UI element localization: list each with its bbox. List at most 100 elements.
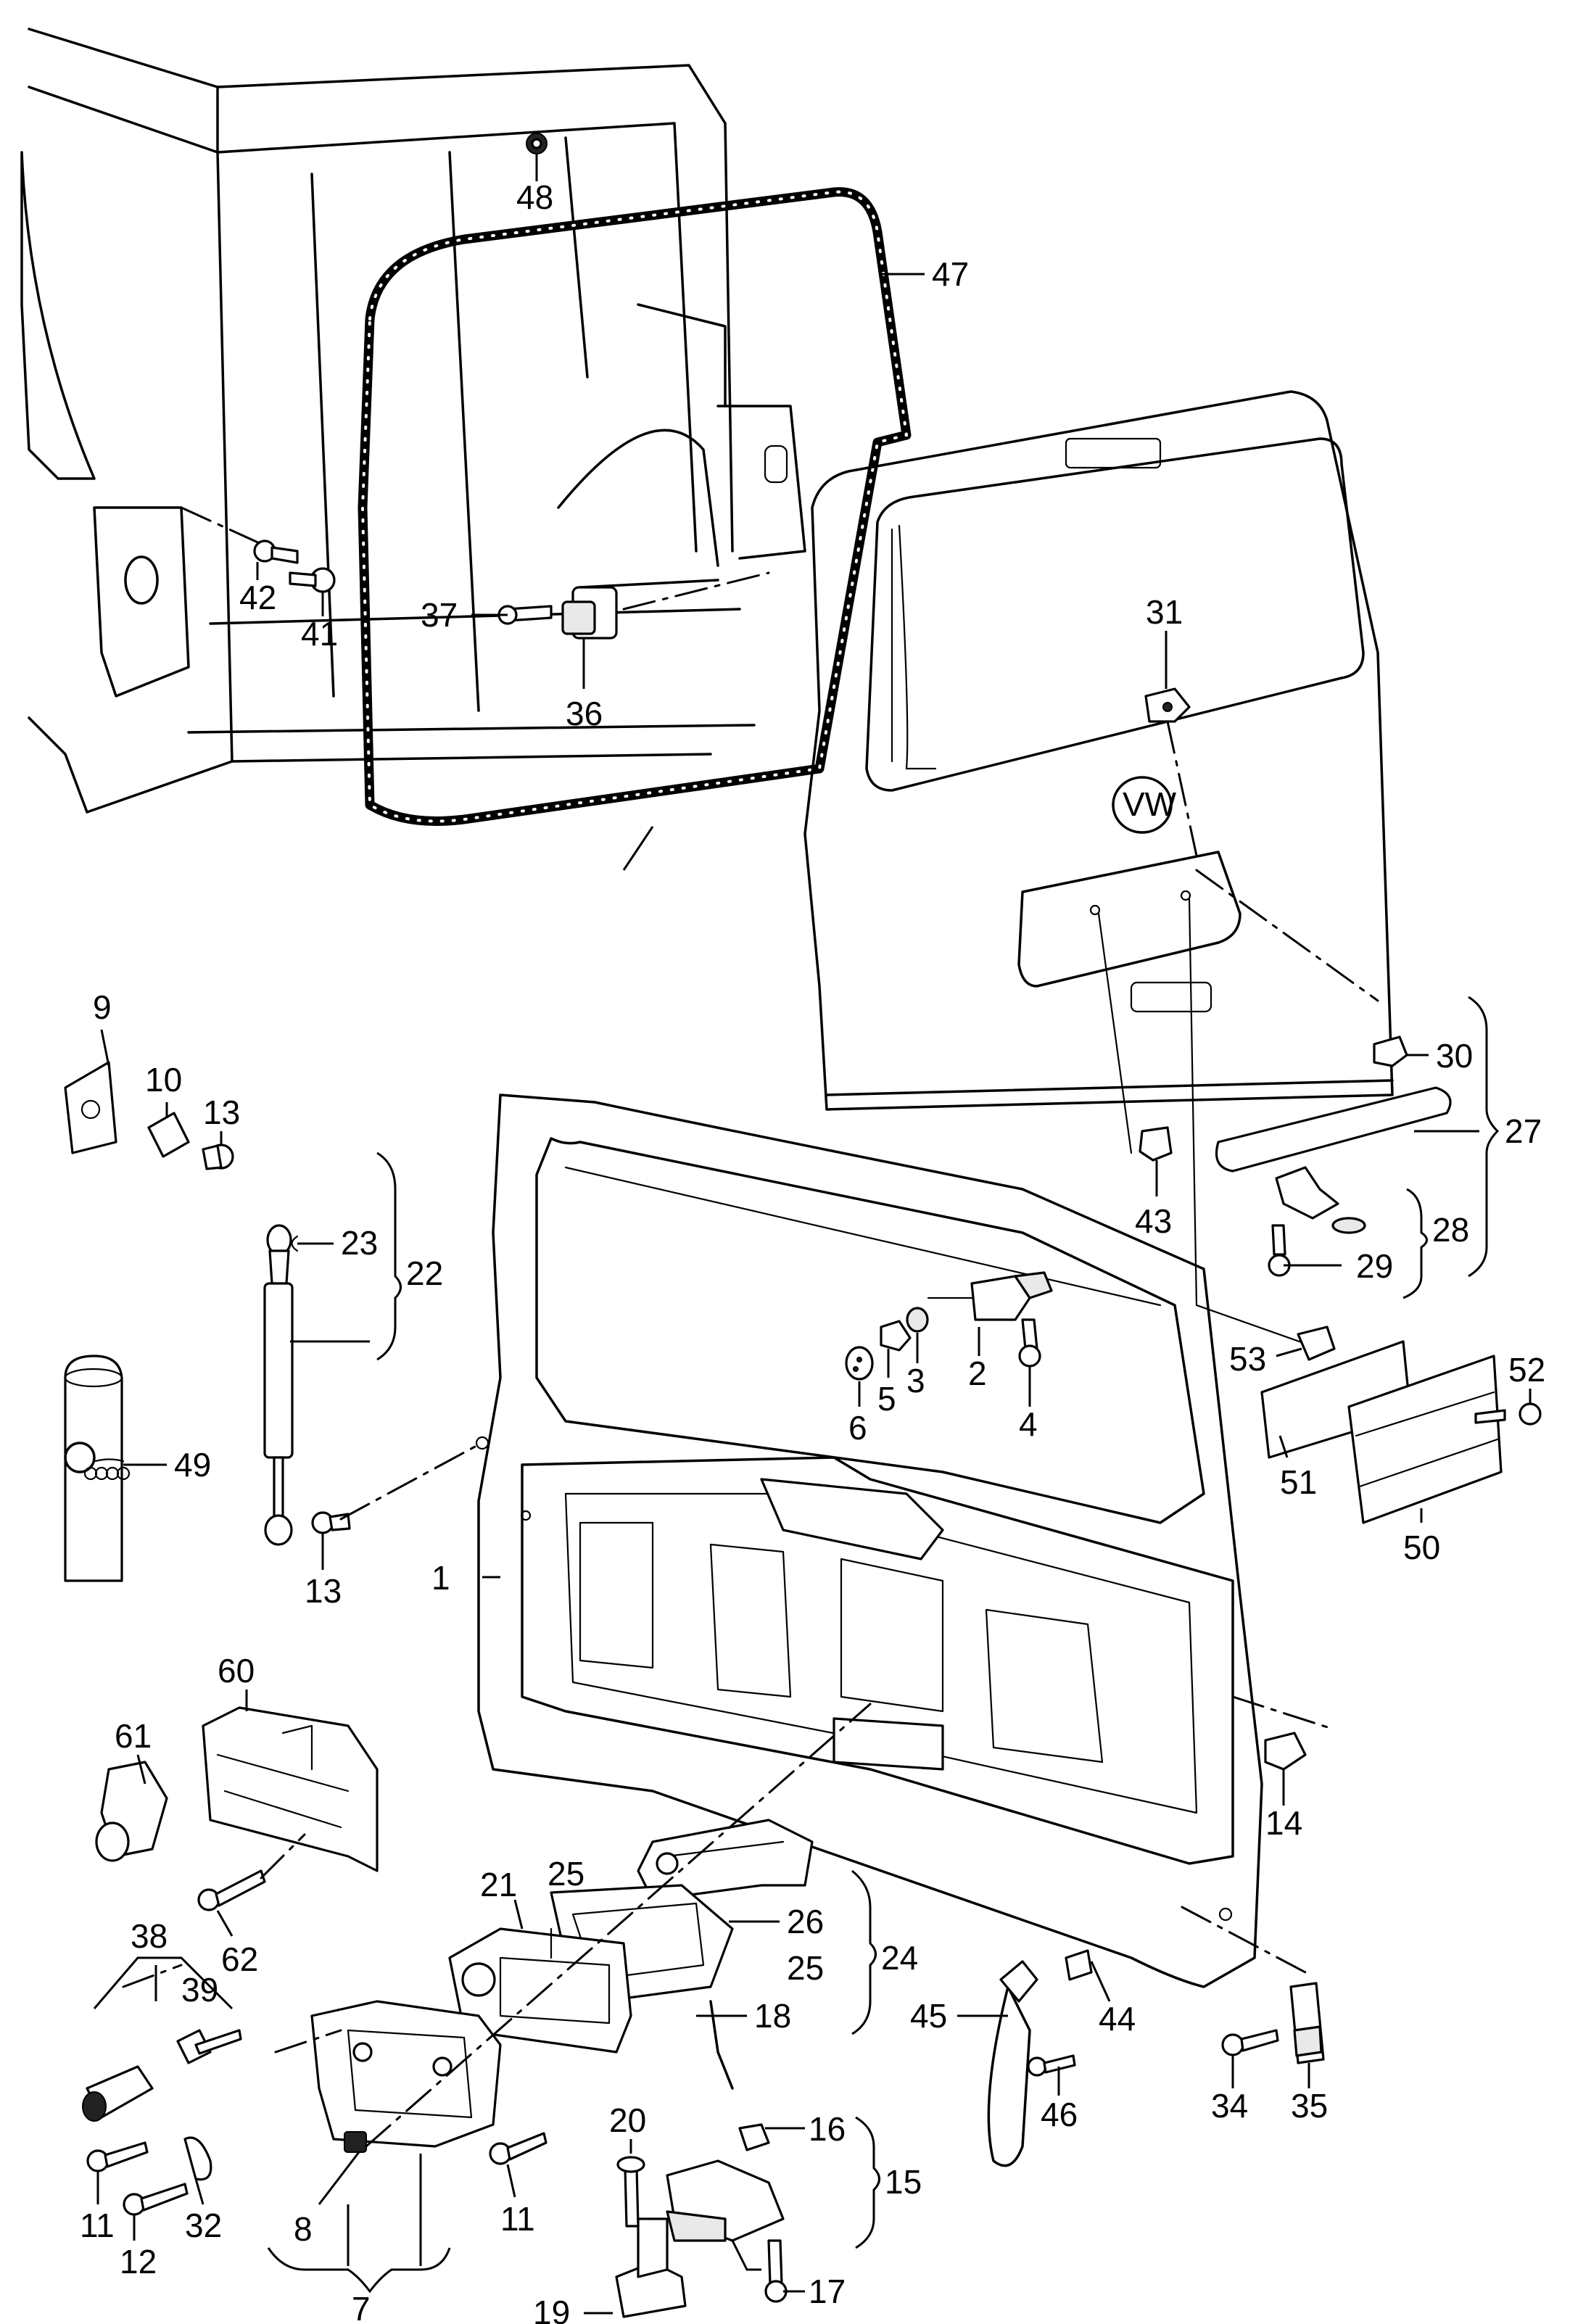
key-39 [176,2029,242,2064]
nut-30 [1373,1035,1408,1067]
callout-leaders [96,154,1532,2315]
callout-16: 16 [809,2110,846,2148]
ball-stud-13-bottom [311,1511,351,1534]
callout-22: 22 [406,1254,443,1292]
callout-36: 36 [566,695,603,732]
rod-18 [709,2000,734,2090]
callout-13-top: 13 [203,1093,240,1131]
callout-38: 38 [131,1917,168,1955]
callout-39: 39 [181,1971,218,2009]
catch-35 [1289,1982,1325,2064]
callout-62: 62 [221,1940,258,1978]
callout-25-bottom: 25 [787,1949,824,1987]
clip-43 [1139,1126,1173,1162]
callout-7: 7 [352,2290,371,2324]
callout-25-top: 25 [548,1855,584,1893]
callout-2: 2 [968,1355,987,1392]
screw-4 [1018,1318,1041,1368]
callout-27: 27 [1505,1112,1542,1150]
callout-51: 51 [1280,1463,1317,1501]
nut-31 [1144,687,1191,723]
clip-53 [1297,1326,1336,1361]
cover-60 [202,1706,379,1872]
door-seal [358,187,912,826]
washer-3 [906,1307,929,1333]
callout-24: 24 [881,1939,918,1977]
callout-34: 34 [1211,2087,1248,2125]
callout-43: 43 [1135,1202,1172,1240]
nut-5 [880,1320,912,1352]
callout-5: 5 [877,1380,896,1418]
callout-35: 35 [1291,2087,1328,2125]
clip-23 [291,1235,299,1252]
callout-4: 4 [1019,1405,1038,1443]
screw-29 [1268,1224,1291,1277]
ball-stud-13-top [202,1144,234,1170]
callout-29: 29 [1356,1247,1393,1285]
callout-45: 45 [910,1997,947,2035]
callout-48: 48 [516,178,553,216]
lock-cylinder-38 [82,2065,154,2122]
clip-48 [526,133,548,154]
hinge-2 [927,1271,1053,1321]
screw-44 [1065,1949,1093,1981]
callout-1: 1 [431,1559,450,1597]
callout-12: 12 [120,2243,157,2280]
screw-37 [497,605,553,625]
svg-text:VW: VW [1123,785,1177,823]
cap-6 [845,1346,874,1381]
light-bracket-28 [1275,1166,1366,1234]
callout-15: 15 [885,2163,922,2201]
handle-strip-27 [1215,1086,1452,1173]
screw-41 [289,567,336,593]
callout-60: 60 [218,1652,255,1690]
gas-strut-22 [263,1224,294,1546]
callout-11-left: 11 [80,2207,115,2244]
callout-18: 18 [754,1997,791,2035]
callout-10: 10 [145,1061,182,1099]
callout-20: 20 [609,2101,646,2139]
bolt-17 [764,2239,788,2303]
screw-42 [253,539,299,564]
micro-switch-8 [344,2131,367,2153]
latch-15 [666,2159,785,2242]
callout-26: 26 [787,1903,824,1940]
callout-42: 42 [239,579,276,616]
screw-34 [1221,2029,1279,2056]
bolt-20 [616,2156,645,2228]
callout-6: 6 [848,1409,867,1447]
screw-46 [1027,2054,1076,2077]
callout-21: 21 [480,1866,517,1903]
bracket-50 [1347,1355,1503,1524]
bracket-9 [64,1061,117,1154]
callout-14: 14 [1265,1804,1302,1842]
callout-44: 44 [1099,2000,1136,2038]
screw-11-left [86,2141,149,2172]
callout-41: 41 [301,615,338,653]
screw-12 [123,2183,189,2216]
screw-11-right [489,2132,548,2165]
washer-32 [183,2136,212,2181]
callout-37: 37 [421,596,458,634]
callout-32: 32 [185,2207,222,2244]
callout-52: 52 [1508,1351,1545,1389]
handle-24 [637,1819,814,1901]
callout-50: 50 [1403,1529,1440,1566]
callout-30: 30 [1436,1037,1473,1075]
motor-61 [95,1761,168,1862]
callout-8: 8 [294,2210,313,2248]
callout-9: 9 [93,988,112,1026]
striker-19 [615,2217,687,2318]
striker-36 [561,586,618,640]
callout-11-right: 11 [500,2200,535,2238]
callout-47: 47 [932,255,969,293]
switch-16 [738,2123,770,2151]
callout-19: 19 [533,2294,570,2324]
screw-62 [197,1869,266,1911]
spray-can-49 [64,1355,131,1582]
callout-labels: 48 47 42 41 37 36 31 30 27 28 29 43 53 5… [80,178,1545,2324]
callout-3: 3 [906,1362,925,1399]
callout-31: 31 [1146,593,1183,631]
callout-61: 61 [115,1717,152,1755]
